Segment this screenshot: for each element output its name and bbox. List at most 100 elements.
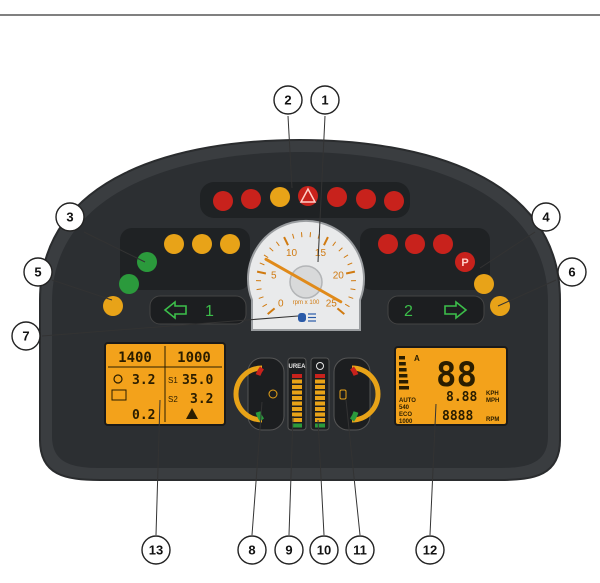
gauge-bar-segment <box>292 374 302 378</box>
lcd-level-bars <box>399 356 409 390</box>
gauge-bar-segment <box>292 407 302 411</box>
tachometer-scale-label: 20 <box>333 271 345 282</box>
callout-3: 3 <box>55 202 85 232</box>
lcd-mode-1000: 1000 <box>399 419 413 425</box>
callout-11: 11 <box>345 535 375 565</box>
gauge-bar-segment <box>292 379 302 384</box>
fuel-icon <box>268 389 278 399</box>
gauge-bar-segment <box>315 423 325 428</box>
tachometer-tick <box>350 288 356 291</box>
tachometer-tick <box>256 270 267 275</box>
urea-label: UREA <box>288 364 306 370</box>
right-lcd-display: A 88 8.88 KPH MPH 8888 RPM AUTO 540 ECO … <box>394 346 508 426</box>
tachometer-tick <box>259 262 265 266</box>
warning-triangle-icon <box>299 187 317 203</box>
lcd-row2-right-value: 3.2 <box>190 392 213 407</box>
fuel-gauge <box>233 357 285 431</box>
lcd-mode-auto: AUTO <box>399 398 416 404</box>
turn-right-arrow-icon <box>444 300 468 320</box>
temperature-icon <box>316 362 324 370</box>
lcd-big-digits: 88 <box>436 355 477 395</box>
callout-6: 6 <box>557 257 587 287</box>
tachometer-tick <box>256 288 262 291</box>
tachometer-scale-label: 5 <box>271 271 277 282</box>
lcd-top-right-value: 1000 <box>177 350 211 366</box>
lcd-row1-right-label: S1 <box>168 376 178 385</box>
gauge-bar-segment <box>315 385 325 389</box>
parking-brake-icon: P <box>461 257 468 269</box>
gauge-bar-segment <box>292 418 302 422</box>
lcd-top-left-value: 1400 <box>118 350 152 366</box>
callout-label: 10 <box>317 543 331 558</box>
callout-label: 3 <box>66 210 73 225</box>
right-turn-indicator: 2 <box>387 295 485 325</box>
lcd-level-bar <box>399 368 407 372</box>
tachometer-scale-label: 15 <box>315 248 327 259</box>
tachometer-tick <box>323 236 329 246</box>
callout-1: 1 <box>310 85 340 115</box>
lcd-row2-right-label: S2 <box>168 395 178 404</box>
gauge-bar-segment <box>315 401 325 406</box>
left-green-lamp-2 <box>119 274 139 294</box>
right-red-lamp-3 <box>433 234 453 254</box>
tachometer-tick <box>332 241 337 247</box>
left-green-lamp-1 <box>137 252 157 272</box>
tachometer-tick <box>275 241 280 247</box>
callout-label: 5 <box>34 265 41 280</box>
tachometer-scale-label: 10 <box>286 248 298 259</box>
lcd-row3-left-value: 0.2 <box>132 408 155 423</box>
left-lamp-cluster <box>103 228 250 316</box>
tachometer-tick <box>283 236 289 246</box>
lcd-mid-unit-top: KPH <box>486 391 499 397</box>
lcd-level-bar <box>399 374 408 378</box>
lcd-level-bar <box>399 386 409 390</box>
gauge-bar-segment <box>292 423 302 428</box>
callout-label: 12 <box>423 543 437 558</box>
gauge-bar-segment <box>315 379 325 384</box>
right-red-lamp-2 <box>405 234 425 254</box>
lcd-row1-right-value: 35.0 <box>182 373 213 388</box>
tachometer-unit-label: rpm x 100 <box>293 300 320 306</box>
left-amber-lamp-4 <box>103 296 123 316</box>
gauge-bar-segment <box>315 390 325 395</box>
lcd-row1-left-value: 3.2 <box>132 373 155 388</box>
tachometer-scale-label: 0 <box>278 299 284 310</box>
callout-label: 2 <box>284 93 291 108</box>
tachometer-tick <box>262 303 268 308</box>
tachometer-scale-label: 25 <box>326 299 338 310</box>
coolant-gauge <box>333 357 381 431</box>
coolant-icon <box>339 389 347 400</box>
callout-8: 8 <box>237 535 267 565</box>
callout-label: 1 <box>321 93 328 108</box>
callout-4: 4 <box>531 202 561 232</box>
gauge-bar-segment <box>315 374 325 378</box>
callout-2: 2 <box>273 85 303 115</box>
lcd-mid-digits: 8.88 <box>446 390 477 405</box>
tachometer-tick <box>347 262 353 266</box>
temperature-bar-gauge <box>310 357 330 431</box>
callout-label: 8 <box>248 543 255 558</box>
callout-10: 10 <box>309 535 339 565</box>
lcd-level-bar <box>399 362 406 366</box>
left-turn-indicator: 1 <box>149 295 247 325</box>
right-lamp-cluster: P <box>360 228 510 316</box>
warning-lamp-1 <box>213 191 233 211</box>
callout-label: 7 <box>22 329 29 344</box>
callout-7: 7 <box>11 321 41 351</box>
lcd-mode-540: 540 <box>399 405 410 411</box>
tachometer-tick <box>348 296 354 299</box>
gauge-bar-segment <box>315 407 325 411</box>
gauge-bar-segment <box>292 401 302 406</box>
tachometer-tick <box>258 296 264 299</box>
tachometer-tick <box>292 233 295 239</box>
left-amber-lamp-3 <box>220 234 240 254</box>
lcd-mode-eco: ECO <box>399 412 412 418</box>
hitch-icon <box>186 408 198 419</box>
callout-label: 11 <box>353 543 367 558</box>
gauge-bar-segment <box>292 385 302 389</box>
lcd-bottom-unit: RPM <box>486 417 499 423</box>
callout-12: 12 <box>415 535 445 565</box>
top-warning-lamp-strip <box>200 182 410 218</box>
warning-lamp-6 <box>356 189 376 209</box>
